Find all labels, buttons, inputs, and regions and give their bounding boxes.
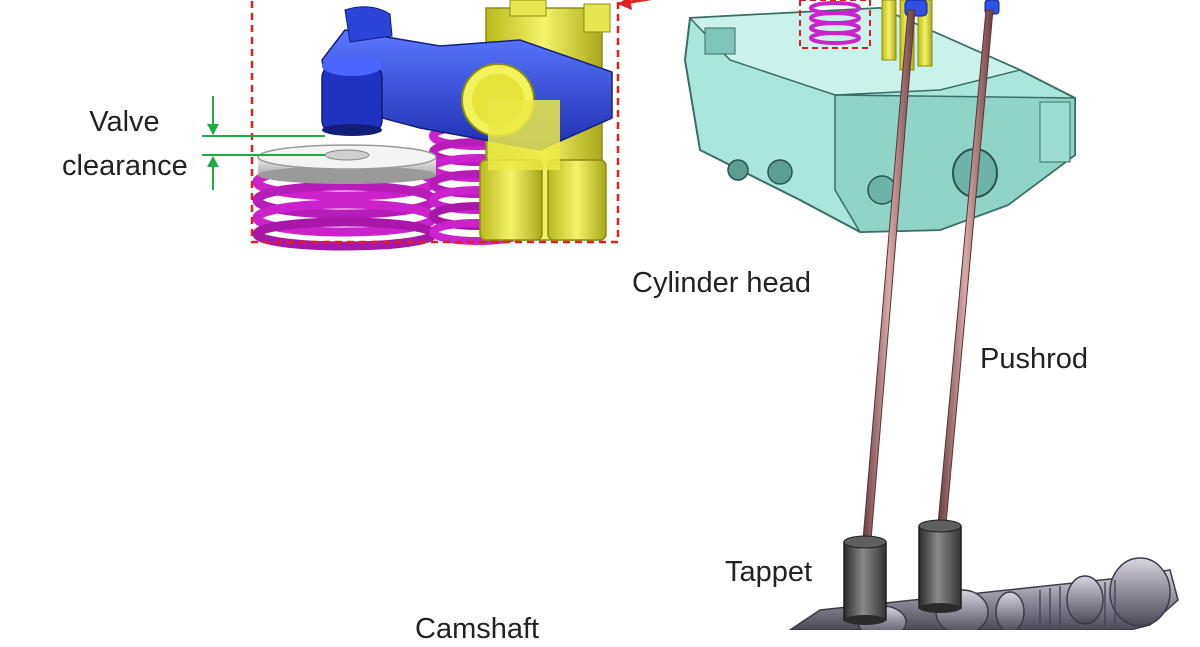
tappet-left <box>843 535 887 625</box>
label-valve-clearance: Valve clearance <box>62 100 188 188</box>
label-valve-clearance-line1: Valve <box>89 106 160 138</box>
valvetrain-diagram <box>202 0 1179 639</box>
label-valve-clearance-line2: clearance <box>62 150 188 182</box>
cylinder-head <box>683 0 1076 234</box>
label-tappet: Tappet <box>725 556 813 588</box>
tappet-right <box>918 519 962 613</box>
label-cylinder-head: Cylinder head <box>632 267 811 299</box>
spring-retainer <box>257 144 437 184</box>
camshaft <box>787 557 1179 639</box>
detail-inset <box>250 0 653 251</box>
rocker-pivot <box>461 63 560 170</box>
tappets <box>843 519 962 625</box>
clearance-marker <box>202 96 325 190</box>
detail-frame <box>250 0 620 244</box>
label-camshaft: Camshaft <box>415 613 540 645</box>
label-pushrod: Pushrod <box>980 343 1089 375</box>
